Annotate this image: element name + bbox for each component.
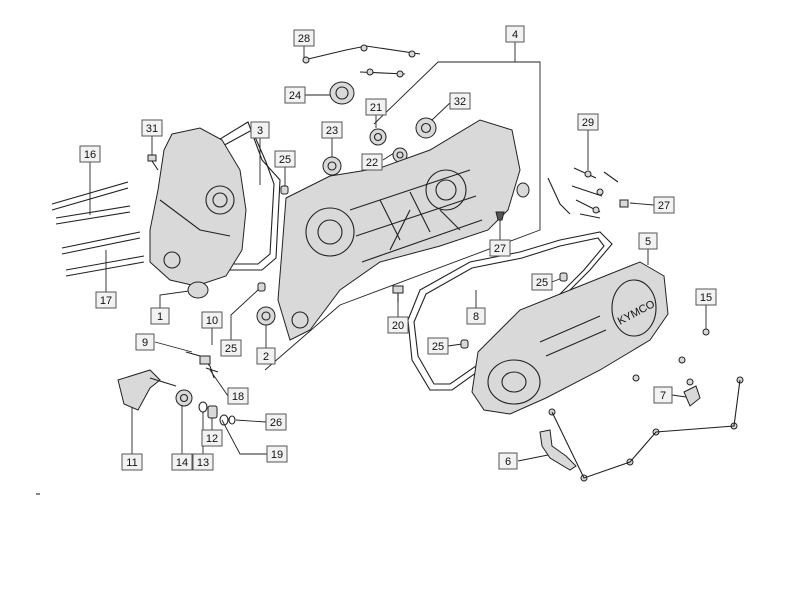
studs-16-17: [51, 181, 145, 277]
svg-text:28: 28: [298, 33, 310, 45]
callout-32: 32: [449, 92, 471, 110]
callout-21: 21: [365, 98, 387, 116]
callout-8: 8: [466, 307, 486, 325]
callout-25-a: 25: [274, 150, 296, 168]
svg-text:31: 31: [146, 123, 158, 135]
callout-28: 28: [293, 29, 315, 47]
callout-24: 24: [284, 86, 306, 104]
bearing-24: [329, 81, 355, 105]
svg-text:5: 5: [645, 236, 651, 248]
callout-17: 17: [95, 291, 117, 309]
callout-2: 2: [256, 347, 276, 365]
right-crankcase-4: [277, 119, 530, 341]
callout-4: 4: [505, 25, 525, 43]
svg-text:6: 6: [505, 456, 511, 468]
seal-22: [392, 147, 408, 163]
callout-10: 10: [201, 311, 223, 329]
callout-12: 12: [201, 429, 223, 447]
bushing-12: [207, 405, 218, 419]
callout-23: 23: [321, 121, 343, 139]
svg-text:25: 25: [225, 343, 237, 355]
bushing-2: [256, 306, 276, 326]
callout-20: 20: [387, 316, 409, 334]
callout-13: 13: [192, 453, 214, 471]
svg-text:15: 15: [700, 292, 712, 304]
clip-7: [683, 385, 701, 407]
callout-15: 15: [695, 288, 717, 306]
svg-text:17: 17: [100, 295, 112, 307]
callout-29: 29: [577, 113, 599, 131]
svg-text:27: 27: [494, 243, 506, 255]
callout-6: 6: [498, 452, 518, 470]
callout-27-a: 27: [653, 196, 675, 214]
callout-14: 14: [171, 453, 193, 471]
svg-text:3: 3: [257, 125, 263, 137]
svg-text:2: 2: [263, 351, 269, 363]
transmission-cover-5: KYMCO: [471, 261, 669, 415]
bolt-set-15: [548, 328, 744, 482]
svg-text:24: 24: [289, 90, 301, 102]
bolt-27: [495, 199, 629, 221]
callout-19: 19: [266, 445, 288, 463]
callout-3: 3: [250, 121, 270, 139]
svg-text:14: 14: [176, 457, 188, 469]
callout-11: 11: [121, 453, 143, 471]
svg-text:22: 22: [366, 157, 378, 169]
svg-text:27: 27: [658, 200, 670, 212]
bearing-21: [369, 128, 387, 146]
bolt-set-28: [302, 44, 421, 78]
callout-1: 1: [150, 307, 170, 325]
svg-text:32: 32: [454, 96, 466, 108]
svg-text:16: 16: [84, 149, 96, 161]
clip-26-washer-19: [219, 414, 236, 426]
svg-text:10: 10: [206, 315, 218, 327]
seal-14: [175, 389, 193, 407]
svg-text:11: 11: [126, 457, 137, 469]
leader-lines: [89, 42, 707, 462]
callout-labels: 28 4 24 21 32 31 3 23 25 22 16 29 27 27 …: [79, 25, 717, 471]
callout-16: 16: [79, 145, 101, 163]
dowel-pins-25: [257, 185, 568, 349]
kick-shaft-11: [117, 369, 177, 411]
svg-text:25: 25: [279, 154, 291, 166]
svg-text:20: 20: [392, 320, 404, 332]
callout-26: 26: [265, 413, 287, 431]
callout-25-d: 25: [427, 337, 449, 355]
callout-5: 5: [638, 232, 658, 250]
kick-parts-9-10-18: [185, 351, 219, 379]
svg-text:13: 13: [197, 457, 209, 469]
bolt-set-29: [547, 167, 619, 219]
svg-text:23: 23: [326, 125, 338, 137]
svg-text:19: 19: [271, 449, 283, 461]
bracket-6: [539, 429, 577, 471]
svg-text:18: 18: [232, 391, 244, 403]
svg-text:21: 21: [370, 102, 382, 114]
callout-25-c: 25: [220, 339, 242, 357]
svg-text:25: 25: [536, 277, 548, 289]
svg-text:26: 26: [270, 417, 282, 429]
callout-25-b: 25: [531, 273, 553, 291]
bearing-23: [322, 156, 342, 176]
callout-7: 7: [653, 386, 673, 404]
bolt-31: [147, 154, 159, 171]
svg-text:29: 29: [582, 117, 594, 129]
bearing-32: [415, 117, 437, 139]
svg-text:9: 9: [142, 337, 148, 349]
callout-22: 22: [361, 153, 383, 171]
svg-text:25: 25: [432, 341, 444, 353]
svg-text:8: 8: [473, 311, 479, 323]
callout-18: 18: [227, 387, 249, 405]
svg-text:12: 12: [206, 433, 218, 445]
callout-9: 9: [135, 333, 155, 351]
left-crankcase-1: [149, 127, 247, 299]
bolt-20: [392, 285, 404, 302]
svg-text:4: 4: [512, 29, 518, 41]
callout-27-b: 27: [489, 239, 511, 257]
callout-31: 31: [141, 119, 163, 137]
svg-text:1: 1: [157, 311, 163, 323]
washer-13: [198, 401, 208, 413]
svg-text:7: 7: [660, 390, 666, 402]
